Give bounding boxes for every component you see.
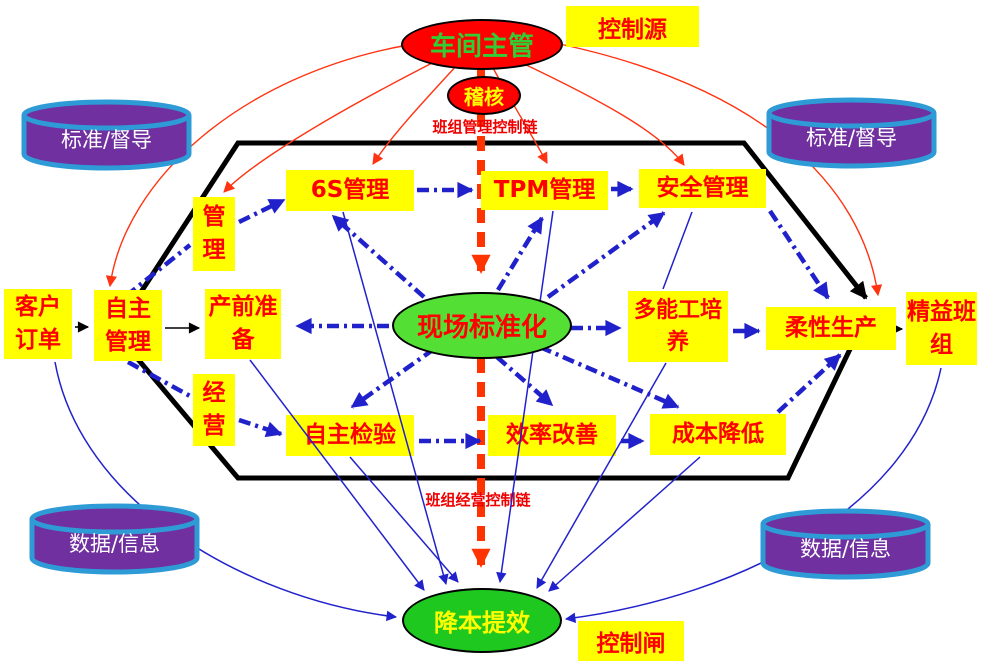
box-self-inspection: 自主检验	[286, 415, 414, 456]
box-tpm-management: TPM管理	[481, 171, 608, 210]
workshop-supervisor-node: 车间主管	[401, 19, 563, 70]
management-chain-label: 班组管理控制链	[432, 118, 538, 136]
box-cost-reduction: 成本降低	[650, 414, 786, 455]
control-gate-label: 控制闸	[578, 621, 684, 661]
operation-chain-label: 班组经营控制链	[425, 491, 531, 509]
box-autonomous-management: 自主管理	[94, 290, 162, 361]
standards-supervision-cylinder-top-left: 标准/督导	[20, 98, 193, 172]
audit-node: 稽核	[447, 76, 521, 115]
cylinder-label: 标准/督导	[60, 128, 153, 152]
cylinder-label: 数据/信息	[799, 537, 892, 561]
box-pre-production: 产前准备	[205, 289, 281, 359]
box-management: 管理	[193, 197, 235, 271]
box-lean-team: 精益班组	[906, 292, 977, 365]
box-multi-skill-training: 多能工培养	[628, 291, 728, 362]
box-safety-management: 安全管理	[639, 169, 766, 208]
cost-down-efficiency-up-node: 降本提效	[402, 588, 562, 653]
box-operation: 经营	[193, 374, 235, 446]
data-information-cylinder-bottom-left: 数据/信息	[28, 502, 201, 576]
cylinder-label: 数据/信息	[68, 532, 161, 556]
field-standardization-node: 现场标准化	[392, 292, 572, 359]
box-flexible-production: 柔性生产	[766, 307, 896, 350]
control-source-label: 控制源	[566, 6, 699, 47]
box-efficiency-improvement: 效率改善	[488, 415, 616, 456]
cylinder-label: 标准/督导	[805, 126, 898, 150]
standards-supervision-cylinder-top-right: 标准/督导	[765, 96, 938, 170]
box-customer-order: 客户订单	[4, 289, 72, 359]
box-6s-management: 6S管理	[286, 170, 414, 211]
data-information-cylinder-bottom-right: 数据/信息	[759, 507, 932, 581]
